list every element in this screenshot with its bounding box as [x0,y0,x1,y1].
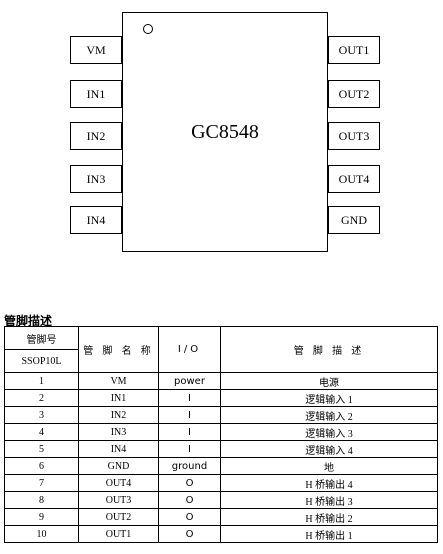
pin-name-cell: GND [78,457,159,475]
pin-label-left-4: IN3 [70,165,122,193]
description-cell: 逻辑输入 4 [220,440,438,458]
pin-label-right-3: OUT3 [328,122,380,150]
pin-number-cell: 1 [4,372,79,390]
pin-number-cell: 2 [4,389,79,407]
pin-number-cell: 4 [4,423,79,441]
pin-name-cell: IN2 [78,406,159,424]
description-cell: H 桥输出 4 [220,474,438,492]
io-cell: I [158,440,221,458]
pin-label-left-3: IN2 [70,122,122,150]
description-cell: 电源 [220,372,438,390]
pin-name-cell: IN1 [78,389,159,407]
io-cell: O [158,525,221,543]
chip-body: GC8548 [122,12,328,252]
pin-name-cell: OUT4 [78,474,159,492]
header-pin-number: 管脚号 [4,326,79,350]
io-cell: O [158,491,221,509]
chip-name: GC8548 [191,121,259,143]
io-cell: ground [158,457,221,475]
pin-name-cell: OUT3 [78,491,159,509]
description-cell: H 桥输出 1 [220,525,438,543]
pin-label-left-2: IN1 [70,80,122,108]
pin-label-left-1: VM [70,36,122,64]
pin-label-right-1: OUT1 [328,36,380,64]
pin-number-cell: 5 [4,440,79,458]
description-cell: 地 [220,457,438,475]
pin-name-cell: OUT2 [78,508,159,526]
header-package: SSOP10L [4,349,79,373]
pin-number-cell: 7 [4,474,79,492]
description-cell: 逻辑输入 2 [220,406,438,424]
pin-name-cell: IN3 [78,423,159,441]
pin-label-right-2: OUT2 [328,80,380,108]
section-title: 管脚描述 [4,314,53,328]
pin-name-cell: OUT1 [78,525,159,543]
pin-number-cell: 6 [4,457,79,475]
header-io: I/O [158,326,221,373]
pin-number-cell: 8 [4,491,79,509]
pin-number-cell: 3 [4,406,79,424]
description-cell: 逻辑输入 1 [220,389,438,407]
pin-label-right-4: OUT4 [328,165,380,193]
pin-label-left-5: IN4 [70,206,122,234]
description-cell: H 桥输出 2 [220,508,438,526]
io-cell: I [158,406,221,424]
pin-name-cell: VM [78,372,159,390]
pin-number-cell: 10 [4,525,79,543]
header-pin-name: 管 脚 名 称 [78,326,159,373]
io-cell: power [158,372,221,390]
io-cell: I [158,423,221,441]
pin-number-cell: 9 [4,508,79,526]
description-cell: H 桥输出 3 [220,491,438,509]
io-cell: O [158,474,221,492]
io-cell: O [158,508,221,526]
pin1-marker-icon [143,24,153,34]
header-description: 管 脚 描 述 [220,326,438,373]
description-cell: 逻辑输入 3 [220,423,438,441]
pin-name-cell: IN4 [78,440,159,458]
io-cell: I [158,389,221,407]
pin-label-right-5: GND [328,206,380,234]
